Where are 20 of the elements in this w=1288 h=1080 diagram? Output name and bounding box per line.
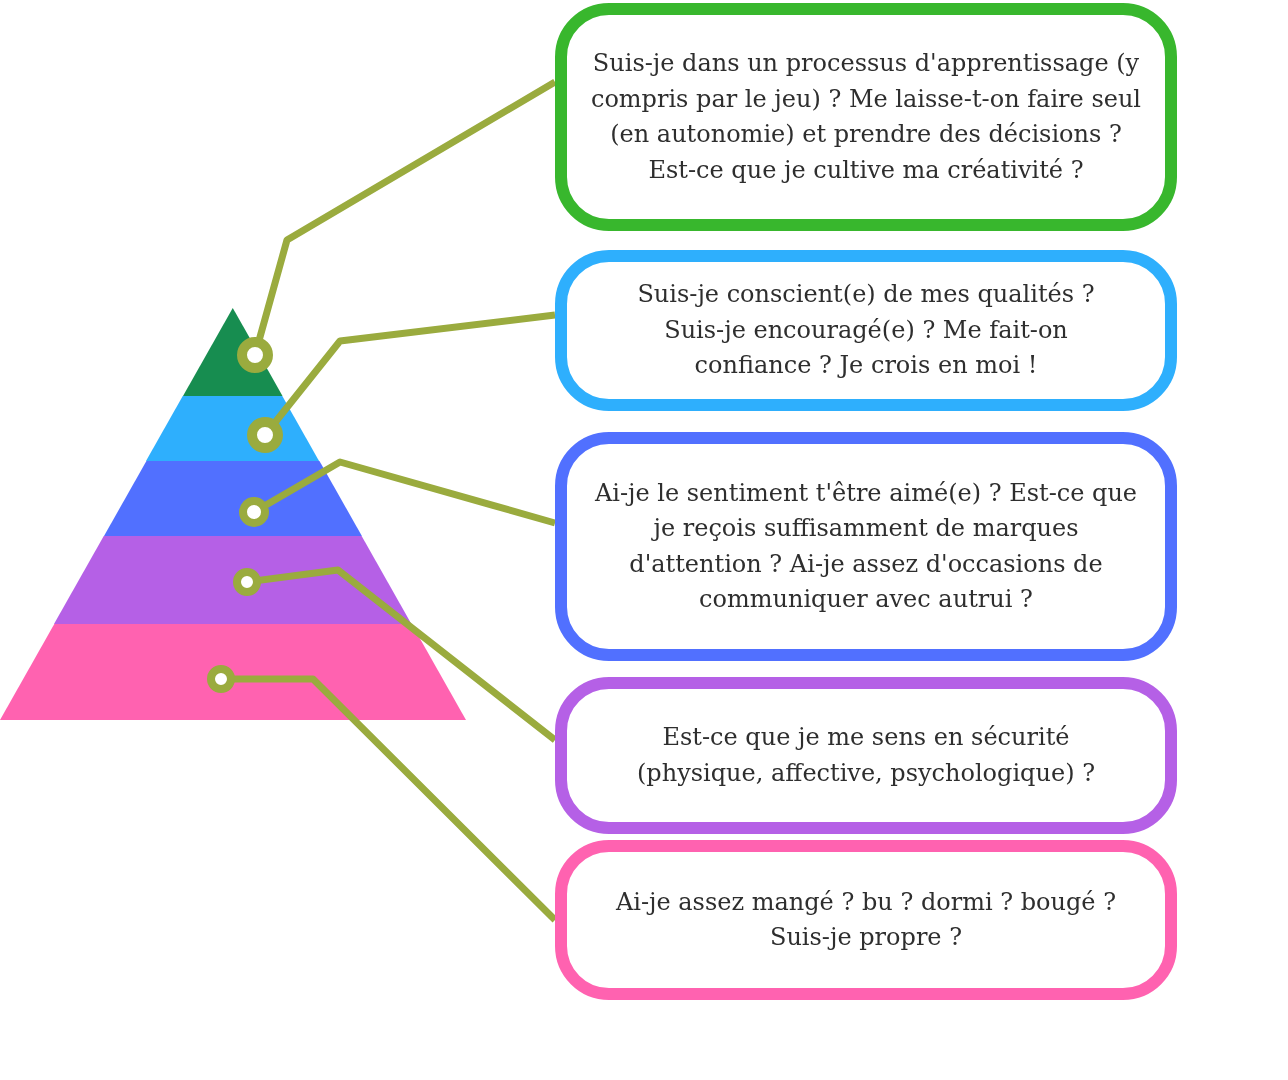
question-box	[555, 840, 1177, 1000]
question-box	[555, 250, 1177, 411]
question-text: Suis-je conscient(e) de mes qualités ? Suis-je encouragé(e) ? Me fait-on confiance ? Je crois en moi !	[636, 279, 1096, 382]
pyramid-band	[0, 624, 466, 720]
question-text: Ai-je assez mangé ? bu ? dormi ? bougé ? Suis-je propre ?	[614, 886, 1118, 953]
pyramid-band	[104, 461, 362, 536]
pyramid-band	[54, 536, 412, 624]
question-text: Est-ce que je me sens en sécurité (physique, affective, psychologique) ?	[636, 722, 1096, 789]
question-box	[555, 432, 1177, 661]
question-text: Suis-je dans un processus d'apprentissage (y compris par le jeu) ? Me laisse-t-on faire seul (en autonomie) et prendre des décisions ? Est-ce que je cultive ma créativité ?	[589, 48, 1143, 186]
pyramid-band	[146, 396, 320, 461]
leader-line	[233, 566, 558, 743]
question-box	[555, 677, 1177, 834]
leader-line	[207, 665, 558, 923]
leader-line	[247, 311, 556, 453]
question-box	[555, 3, 1177, 231]
leader-line	[239, 458, 556, 527]
question-text: Ai-je le sentiment t'être aimé(e) ? Est-ce que je reçois suffisamment de marques d'attention ? Ai-je assez d'occasions de communiquer avec autrui ?	[593, 477, 1139, 615]
leader-line	[237, 79, 557, 373]
pyramid-band	[183, 308, 283, 396]
